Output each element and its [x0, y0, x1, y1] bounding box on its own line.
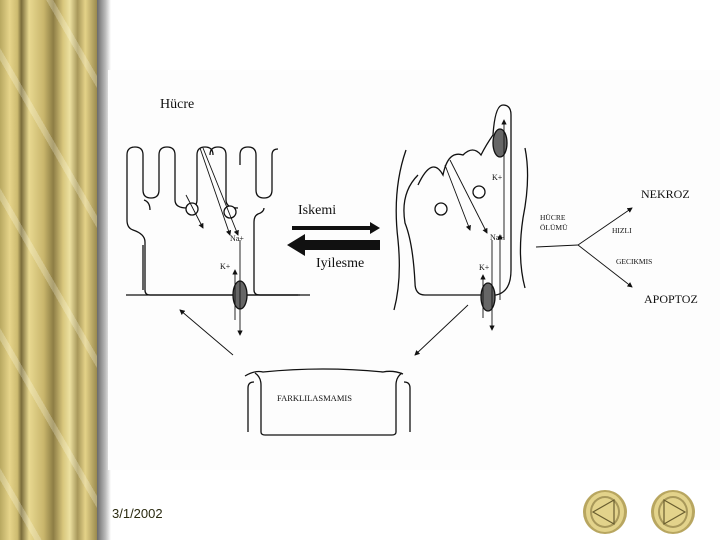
recovery-label: Iyilesme: [316, 256, 364, 271]
apoptosis-label: APOPTOZ: [644, 292, 698, 306]
k-label-right-top: K+: [492, 173, 503, 182]
recovery-arrow: [287, 234, 380, 256]
necrosis-label: NEKROZ: [641, 187, 690, 201]
slide-date: 3/1/2002: [112, 506, 163, 521]
delayed-label: GECIKMIS: [616, 257, 652, 266]
undifferentiated-label: FARKLILASMAMIS: [277, 393, 352, 403]
ischemia-arrow: [292, 222, 380, 234]
na-label-right: Na+: [490, 233, 504, 242]
fast-label: HIZLI: [612, 226, 632, 235]
next-slide-icon: [651, 490, 695, 534]
k-label-left: K+: [220, 262, 231, 271]
na-label-left: Na+: [230, 234, 244, 243]
cell-label: Hücre: [160, 97, 194, 112]
previous-slide-button[interactable]: [582, 489, 628, 535]
normal-cell-outline: [126, 146, 214, 209]
ischemia-label: Iskemi: [298, 203, 336, 218]
k-label-right-bottom: K+: [479, 263, 490, 272]
cell-death-label-2: ÖLÜMÜ: [540, 223, 568, 232]
cell-death-label: HÜCRE: [540, 213, 566, 222]
next-slide-button[interactable]: [650, 489, 696, 535]
undifferentiated-cell-outline: [244, 368, 411, 436]
decorative-pillar: [0, 0, 97, 540]
pillar-shadow: [97, 0, 111, 540]
swollen-cell-outline: [393, 104, 512, 311]
previous-slide-icon: [583, 490, 627, 534]
